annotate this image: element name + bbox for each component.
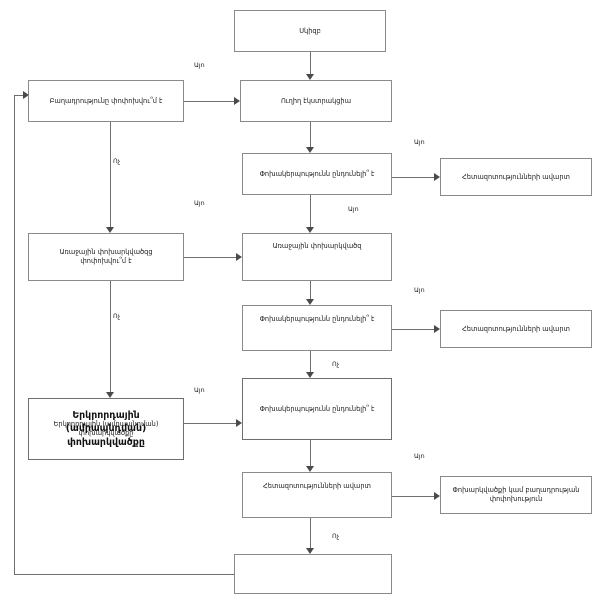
node-secondary-transform[interactable]: Փոխակերպությունն ընդունելի՞ է <box>242 378 392 440</box>
node-research-end-1[interactable]: Հետազոտությունների ավարտ <box>440 158 592 196</box>
edge-label-yes-2: Այո <box>194 199 205 207</box>
node-research-end-2[interactable]: Հետազոտությունների ավարտ <box>440 310 592 348</box>
node-transform-acceptable-1-label: Փոխակերպությունն ընդունելի՞ է <box>259 169 375 178</box>
node-primary-transform-changeable[interactable]: Առաջային փոխարկվածզց փոփոխվու՞մ է <box>28 233 184 281</box>
node-direct-extraction-label: Ուղիղ էկստրակցիա <box>280 96 352 105</box>
connector-check2-to-secondary-transform <box>310 351 311 372</box>
edge-label-no-1: Ոչ <box>113 157 121 165</box>
node-transform-acceptable-1[interactable]: Փոխակերպությունն ընդունելի՞ է <box>242 153 392 195</box>
edge-label-yes-1: Այո <box>194 61 205 69</box>
node-research-end-3-label: Փոխարկվածքի կամ բաղադրության փոփոխությու… <box>452 486 580 503</box>
arrowhead-primary-transform-top <box>306 227 314 233</box>
connector-secondary-changeable-to-secondary-transform <box>184 423 236 424</box>
node-start-label: Սկիզբ <box>299 26 321 35</box>
arrowhead-composition-left <box>23 91 29 99</box>
arrowhead-end3-left <box>434 492 440 500</box>
node-direct-extraction[interactable]: Ուղիղ էկստրակցիա <box>240 80 392 122</box>
node-transform-acceptable-2[interactable]: Փոխակերպությունն ընդունելի՞ է <box>242 305 392 351</box>
node-composition-changeable[interactable]: Բաղադրությունը փոփոխվու՞մ է <box>28 80 184 122</box>
connector-primary-transform-to-check2 <box>310 281 311 299</box>
arrowhead-check2-top <box>306 299 314 305</box>
arrowhead-direct-extraction-left <box>234 97 240 105</box>
node-primary-transform-changeable-label: Առաջային փոխարկվածզց փոփոխվու՞մ է <box>59 248 153 265</box>
edge-label-no-2: Ոչ <box>113 312 121 320</box>
arrowhead-check1-top <box>306 147 314 153</box>
arrowhead-direct-extraction-top <box>306 74 314 80</box>
node-research-end-3[interactable]: Փոխարկվածքի կամ բաղադրության փոփոխությու… <box>440 476 592 514</box>
connector-primary-changeable-to-secondary-changeable <box>110 281 111 392</box>
arrowhead-end1-left <box>434 173 440 181</box>
edge-label-yes-4: Այո <box>414 138 425 146</box>
node-transform-acceptable-2-label: Փոխակերպությունն ընդունելի՞ է <box>259 315 375 323</box>
connector-direct-extraction-to-check1 <box>310 122 311 147</box>
node-primary-transform-label: Առաջային փոխարկվածզ <box>272 242 362 250</box>
arrowhead-primary-changeable-top <box>106 227 114 233</box>
connector-primary-changeable-to-primary-transform <box>184 257 236 258</box>
connector-check1-to-end1 <box>392 177 434 178</box>
arrowhead-secondary-transform-left <box>236 419 242 427</box>
edge-label-yes-7: Այո <box>414 452 425 460</box>
node-transform-acceptable-3[interactable]: Հետազոտությունների ավարտ <box>242 472 392 518</box>
edge-label-yes-3: Այո <box>348 205 359 213</box>
edge-label-yes-5: Այո <box>414 286 425 294</box>
connector-loop-to-composition <box>14 95 26 96</box>
arrowhead-primary-transform-left <box>236 253 242 261</box>
node-composition-changeable-label: Բաղադրությունը փոփոխվու՞մ է <box>49 96 163 105</box>
arrowhead-secondary-transform-top <box>306 372 314 378</box>
node-research-end-2-label: Հետազոտությունների ավարտ <box>462 324 570 333</box>
connector-composition-to-direct-extraction <box>184 101 234 102</box>
connector-check3-to-end3 <box>392 496 434 497</box>
connector-change-to-loop <box>14 574 234 575</box>
connector-check1-to-primary-transform <box>310 195 311 227</box>
arrowhead-end2-left <box>434 325 440 333</box>
node-secondary-transform-changeable[interactable]: Երկրորդային (ամրապնդման) փոխարկվածքը <box>28 398 184 460</box>
edge-label-yes-6: Այո <box>194 386 205 394</box>
edge-label-no-3: Ոչ <box>332 360 340 368</box>
connector-start-to-direct-extraction <box>310 52 311 74</box>
node-start[interactable]: Սկիզբ <box>234 10 386 52</box>
node-primary-transform[interactable]: Առաջային փոխարկվածզ <box>242 233 392 281</box>
connector-check2-to-end2 <box>392 329 434 330</box>
node-change-transform-or-composition[interactable] <box>234 554 392 594</box>
arrowhead-change-top <box>306 548 314 554</box>
node-research-end-1-label: Հետազոտությունների ավարտ <box>462 172 570 181</box>
connector-loop-riser <box>14 95 15 574</box>
arrowhead-check3-top <box>306 466 314 472</box>
connector-composition-to-primary-changeable <box>110 122 111 227</box>
node-transform-acceptable-3-label: Հետազոտությունների ավարտ <box>263 482 371 490</box>
edge-label-no-4: Ոչ <box>332 532 340 540</box>
node-secondary-transform-label: Փոխակերպությունն ընդունելի՞ է <box>259 404 375 413</box>
connector-secondary-transform-to-check3 <box>310 440 311 466</box>
arrowhead-secondary-changeable-top <box>106 392 114 398</box>
node-secondary-transform-changeable-label: Երկրորդային (ամրապնդման) փոխարկվածքը <box>53 420 159 437</box>
connector-check3-to-change <box>310 518 311 548</box>
